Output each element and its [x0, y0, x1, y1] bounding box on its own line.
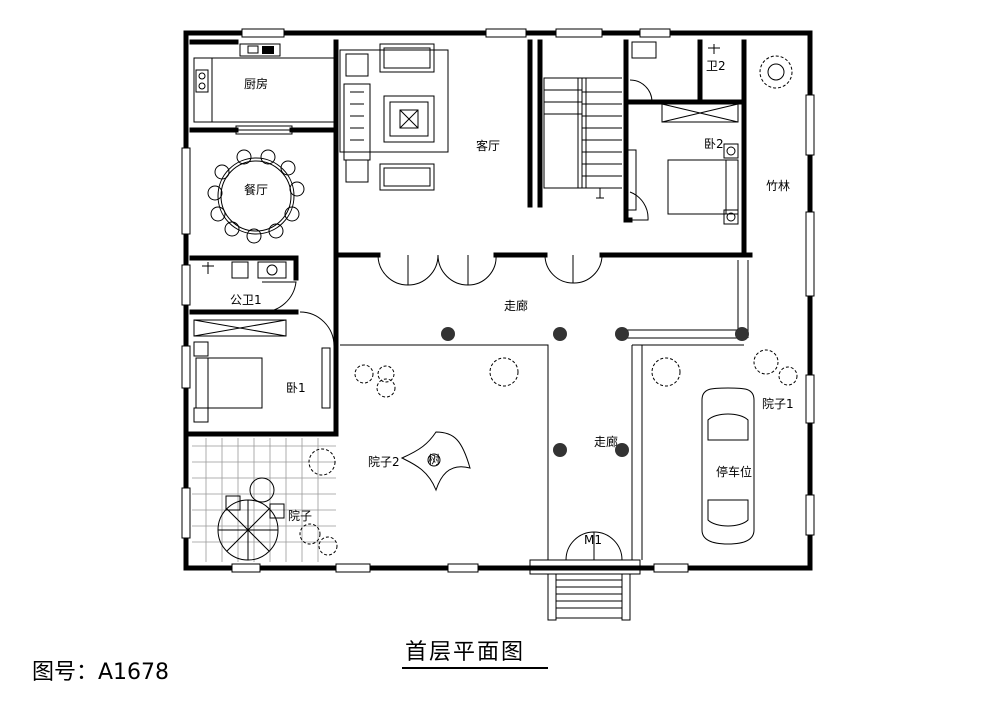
label-bedroom2: 卧2 [704, 137, 724, 151]
bedroom1-furniture [193, 319, 331, 423]
staircase [529, 77, 641, 621]
label-yard: 院子 [288, 509, 312, 523]
living-room-furniture [339, 43, 449, 191]
label-dining: 餐厅 [244, 182, 268, 197]
label-parking: 停车位 [716, 464, 752, 479]
outer-walls [183, 30, 813, 571]
label-living: 客厅 [476, 138, 500, 153]
car [701, 387, 755, 545]
label-corridor-mid: 走廊 [594, 434, 618, 449]
label-yard2-tree: 树 [428, 452, 440, 467]
label-wc2: 卫2 [706, 59, 726, 73]
label-yard2: 院子2 [368, 455, 400, 469]
drawing-number: 图号：A1678 [32, 660, 170, 685]
kitchen-fixtures [193, 43, 337, 123]
doors [235, 79, 653, 561]
wc1-fixtures [202, 261, 287, 279]
patio-umbrella [217, 477, 285, 561]
label-kitchen: 厨房 [244, 76, 268, 91]
patio-tiles [192, 438, 336, 562]
label-bedroom1: 卧1 [286, 381, 306, 395]
trees [299, 55, 798, 556]
label-corridor-top: 走廊 [504, 298, 528, 313]
label-bamboo: 竹林 [766, 179, 790, 193]
interior-walls [187, 39, 753, 560]
wc2-fixtures [631, 41, 720, 59]
title-underline [402, 667, 548, 669]
label-yard1: 院子1 [762, 397, 794, 411]
bedroom2-furniture [627, 103, 739, 225]
label-main-door: M1 [584, 533, 602, 547]
yard2-sculpture [400, 431, 471, 492]
pillars [441, 327, 749, 457]
dining-table [207, 149, 305, 244]
room-labels: 厨房 餐厅 客厅 卧2 卫2 竹林 公卫1 走廊 卧1 院子2 树 走廊 院子1… [230, 59, 794, 547]
plan-title: 首层平面图 [405, 640, 526, 665]
exterior-windows [181, 28, 815, 573]
label-wc1: 公卫1 [230, 293, 262, 307]
